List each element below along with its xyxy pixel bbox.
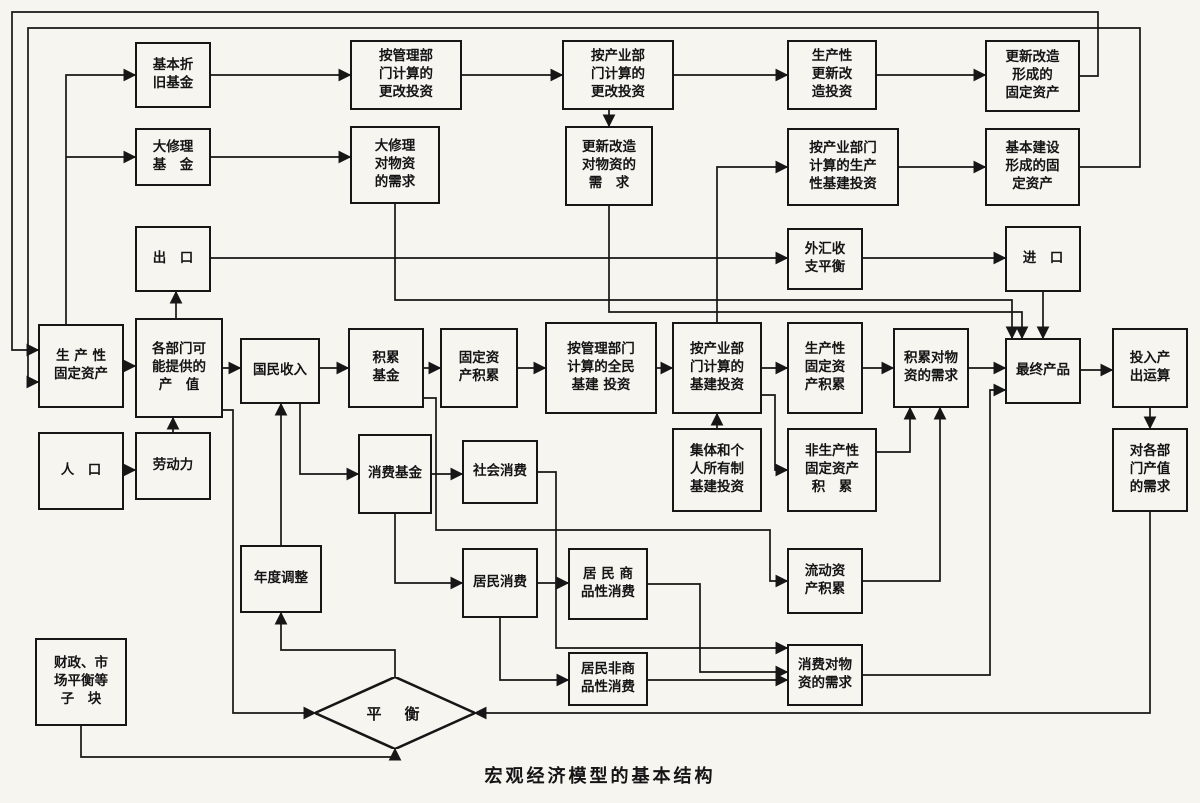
- balance-label: 平 衡: [366, 704, 424, 723]
- node-fixed-asset-accumulation: 固定资 产积累: [440, 328, 518, 408]
- node-basic-depreciation-fund: 基本折 旧基金: [135, 42, 211, 108]
- node-annual-adjustment: 年度调整: [240, 545, 322, 613]
- node-final-product: 最终产品: [1005, 338, 1081, 404]
- node-collective-individual-construction-investment: 集体和个 人所有制 基建投资: [672, 428, 762, 512]
- node-population: 人 口: [38, 432, 124, 510]
- node-balance-diamond: 平 衡: [311, 675, 479, 751]
- node-current-asset-accumulation: 流动资 产积累: [787, 548, 863, 614]
- node-renewal-material-demand: 更新改造 对物资的 需 求: [565, 126, 653, 206]
- node-productive-construction-investment-by-industry: 按产业部门 计算的生产 性基建投资: [787, 128, 899, 206]
- node-fixed-assets-from-construction: 基本建设 形成的固 定资产: [985, 128, 1080, 206]
- node-resident-noncommodity-consumption: 居民非商 品性消费: [568, 652, 648, 706]
- node-foreign-exchange-balance: 外汇收 支平衡: [787, 228, 863, 290]
- diagram-title: 宏观经济模型的基本结构: [484, 766, 716, 787]
- node-fixed-assets-from-renewal: 更新改造 形成的 固定资产: [985, 40, 1080, 112]
- node-construction-investment-by-industry: 按产业部 门计算的 基建投资: [672, 322, 762, 414]
- node-fiscal-market-balance-subblock: 财政、市 场平衡等 子 块: [35, 638, 127, 726]
- node-input-output-calculation: 投入产 出运算: [1112, 328, 1188, 408]
- node-sector-output-demand: 对各部 门产值 的需求: [1112, 428, 1188, 512]
- node-social-consumption: 社会消费: [462, 440, 538, 504]
- node-labor-force: 劳动力: [135, 432, 211, 500]
- node-resident-commodity-consumption: 居 民 商 品性消费: [568, 548, 648, 620]
- node-accumulation-material-demand: 积累对物 资的需求: [893, 328, 969, 408]
- node-accumulation-fund: 积累 基金: [348, 328, 424, 408]
- node-productive-renewal-investment: 生产性 更新改 造投资: [787, 40, 877, 110]
- node-resident-consumption: 居民消费: [462, 548, 538, 618]
- node-state-construction-investment-by-admin: 按管理部门 计算的全民 基建 投资: [545, 322, 657, 414]
- node-sector-potential-output: 各部门可 能提供的 产 值: [135, 318, 223, 418]
- node-nonproductive-fixed-asset-accumulation: 非生产性 固定资产 积 累: [787, 428, 877, 512]
- node-renovation-investment-by-admin: 按管理部 门计算的 更改投资: [350, 40, 462, 110]
- node-consumption-material-demand: 消费对物 资的需求: [787, 644, 863, 706]
- node-consumption-fund: 消费基金: [358, 434, 432, 514]
- node-productive-fixed-asset-accumulation: 生产性 固定资 产积累: [787, 322, 863, 414]
- node-national-income: 国民收入: [240, 338, 320, 404]
- node-overhaul-material-demand: 大修理 对物资 的需求: [350, 126, 440, 204]
- node-overhaul-fund: 大修理 基 金: [135, 128, 211, 186]
- node-import: 进 口: [1005, 226, 1081, 292]
- node-productive-fixed-assets: 生 产 性 固定资产: [38, 324, 124, 408]
- node-export: 出 口: [135, 226, 211, 292]
- node-renovation-investment-by-industry: 按产业部 门计算的 更改投资: [562, 40, 674, 110]
